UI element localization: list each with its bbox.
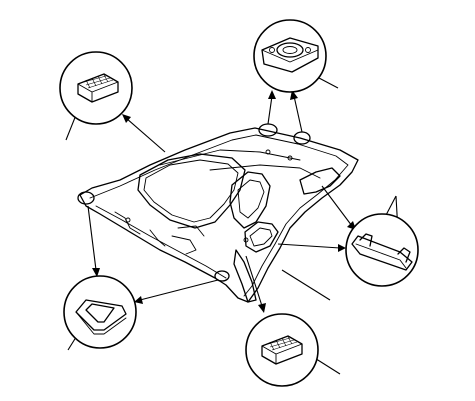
clip-detail-top-left (59, 51, 133, 125)
hook-clip-detail-right (345, 213, 419, 287)
triangle-clip-detail-bottom-left (63, 275, 137, 349)
clip-detail-bottom-right (245, 313, 319, 387)
oval-clip-detail-top-right (253, 19, 327, 93)
headliner-panel (77, 123, 359, 303)
